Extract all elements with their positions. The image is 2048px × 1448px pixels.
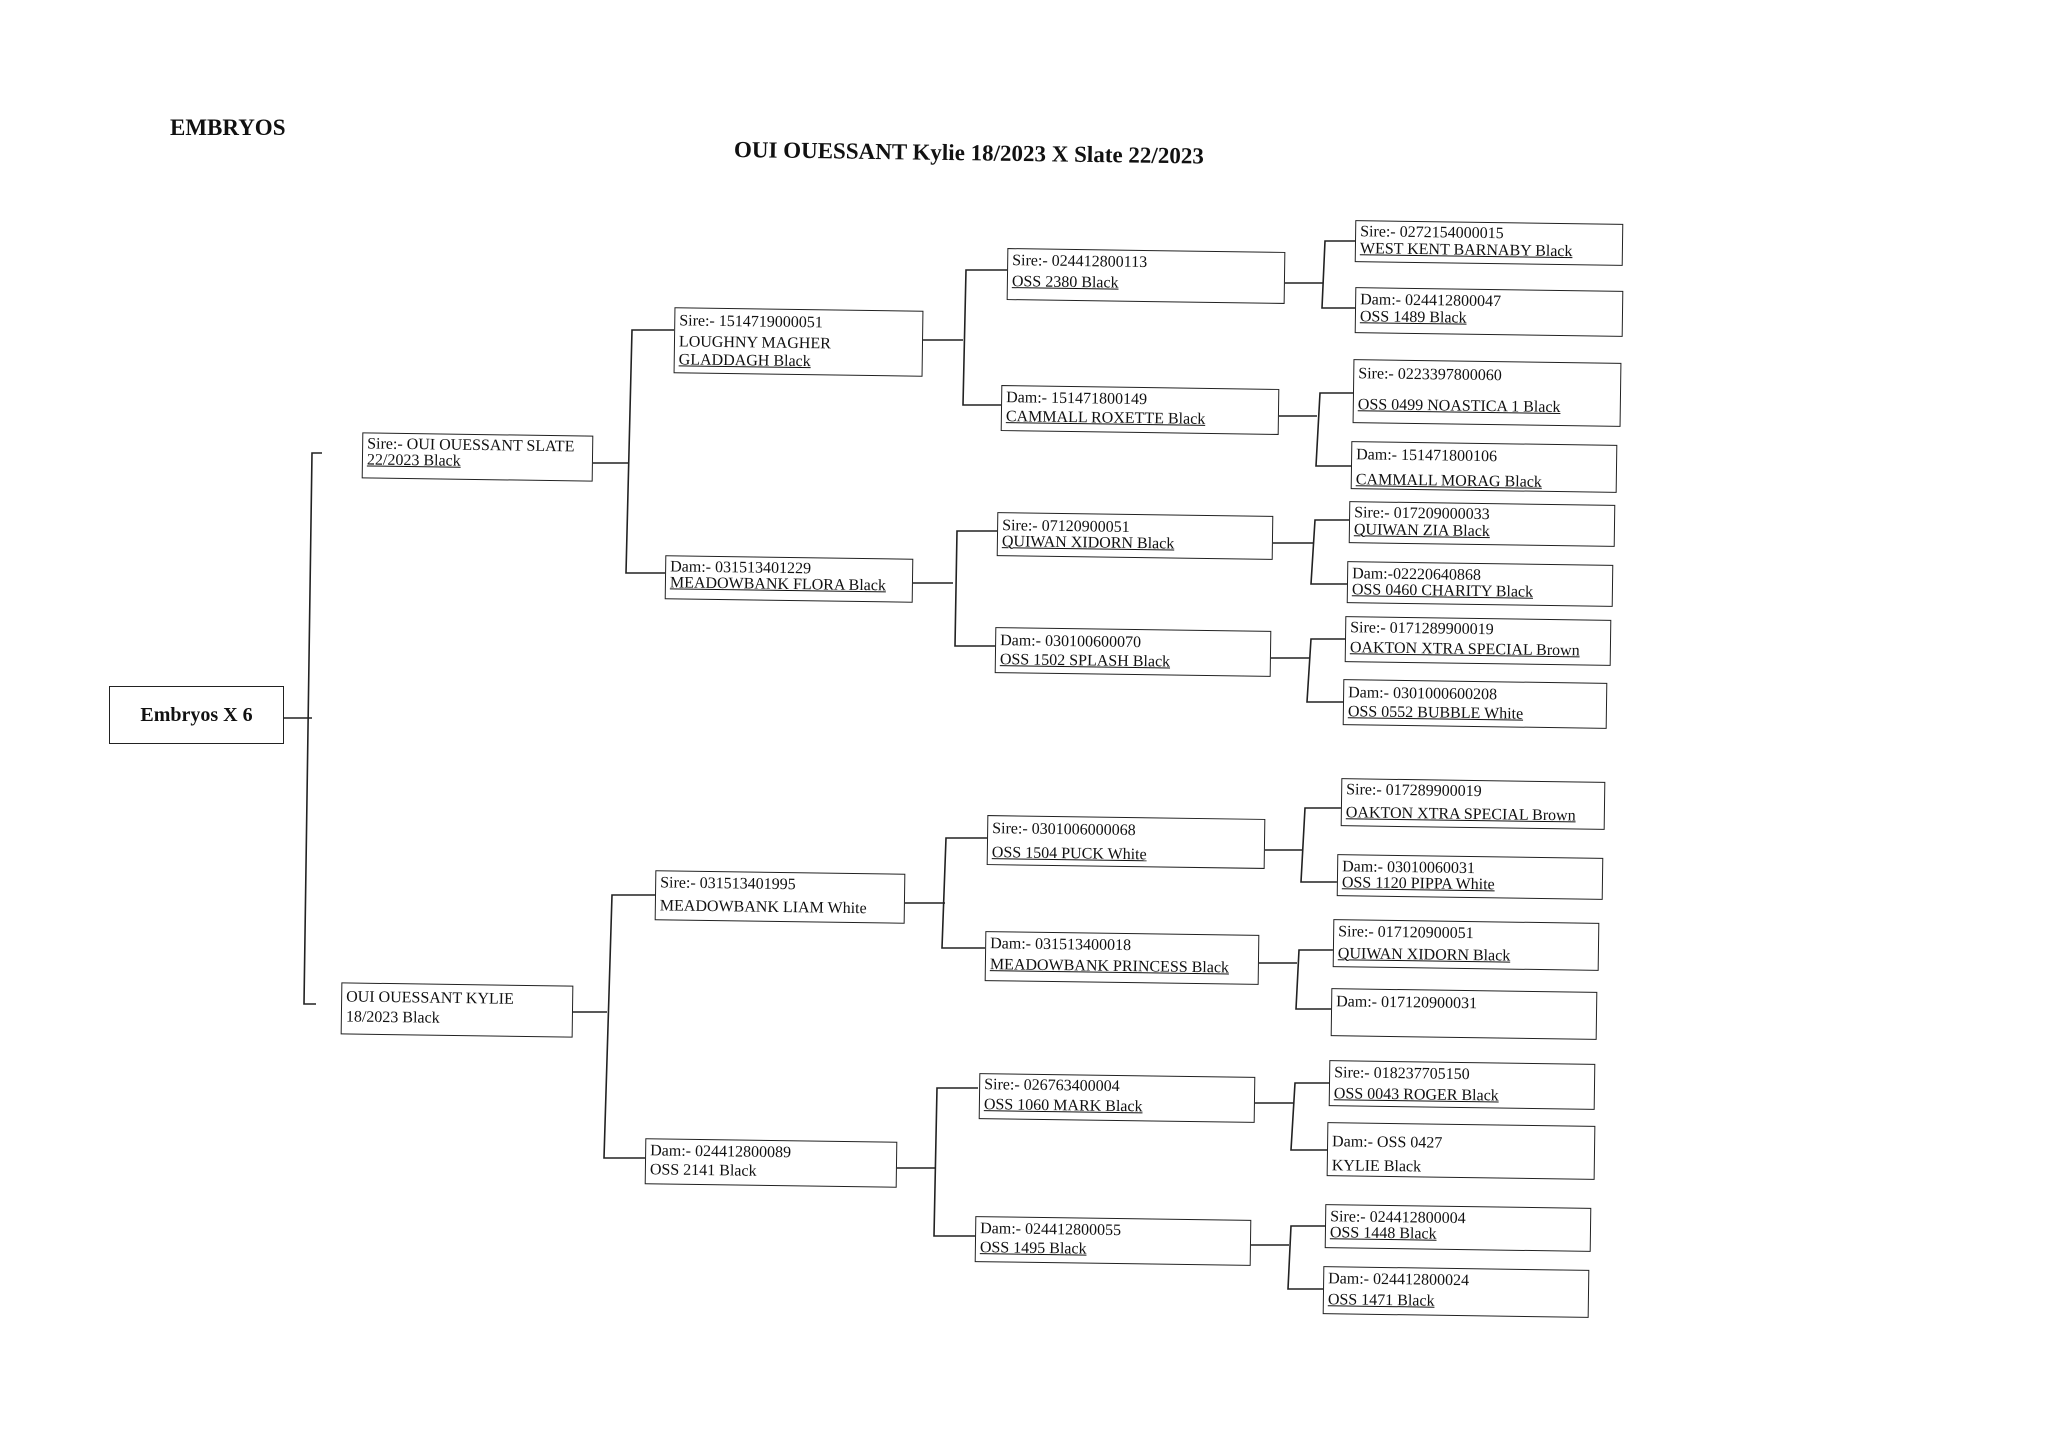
gen3-5-line2: OSS 1504 PUCK White: [991, 844, 1147, 864]
gen3-6-line1: Dam:- 031513400018: [990, 935, 1132, 955]
gen4-8-line1: Dam:- 0301000600208: [1348, 684, 1498, 704]
gen3-8-line1: Dam:- 024412800055: [980, 1220, 1122, 1240]
gen4-12-line1: Dam:- 017120900031: [1336, 993, 1478, 1013]
gen1-dam-box: OUI OUESSANT KYLIE 18/2023 Black: [340, 982, 574, 1038]
gen4-9-line2: OAKTON XTRA SPECIAL Brown: [1345, 804, 1576, 825]
gen3-7-line1: Sire:- 026763400004: [984, 1076, 1120, 1096]
gen3-box-7: Sire:- 026763400004 OSS 1060 MARK Black: [978, 1073, 1256, 1123]
connector-g2-4-fork: [933, 1087, 978, 1237]
gen4-box-4: Dam:- 151471800106 CAMMALL MORAG Black: [1350, 441, 1618, 493]
gen3-1-line1: Sire:- 024412800113: [1012, 252, 1148, 272]
gen3-7-line2: OSS 1060 MARK Black: [983, 1096, 1143, 1116]
gen2-dam-dam-line2: OSS 2141 Black: [649, 1161, 757, 1180]
gen2-sire-sire-line3: GLADDAGH Black: [678, 351, 811, 371]
gen4-box-2: Dam:- 024412800047 OSS 1489 Black: [1354, 287, 1624, 337]
connector-g3-4-fork: [1306, 638, 1345, 703]
gen4-box-11: Sire:- 017120900051 QUIWAN XIDORN Black: [1332, 919, 1600, 971]
connector-g3-2-fork: [1315, 392, 1353, 467]
gen3-box-3: Sire:- 07120900051 QUIWAN XIDORN Black: [996, 512, 1274, 560]
gen3-box-1: Sire:- 024412800113 OSS 2380 Black: [1006, 248, 1286, 304]
gen2-dam-sire-box: Sire:- 031513401995 MEADOWBANK LIAM Whit…: [654, 870, 906, 924]
gen4-box-16: Dam:- 024412800024 OSS 1471 Black: [1322, 1266, 1590, 1318]
gen3-box-4: Dam:- 030100600070 OSS 1502 SPLASH Black: [994, 627, 1272, 677]
gen3-box-6: Dam:- 031513400018 MEADOWBANK PRINCESS B…: [984, 931, 1260, 985]
gen4-box-10: Dam:- 03010060031 OSS 1120 PIPPA White: [1336, 854, 1604, 900]
gen4-7-line1: Sire:- 0171289900019: [1350, 619, 1494, 639]
gen4-7-line2: OAKTON XTRA SPECIAL Brown: [1349, 639, 1580, 660]
gen4-16-line1: Dam:- 024412800024: [1328, 1270, 1470, 1290]
connector-g2-1-fork: [962, 269, 1007, 406]
gen3-box-5: Sire:- 0301006000068 OSS 1504 PUCK White: [986, 815, 1266, 869]
gen4-2-line2: OSS 1489 Black: [1359, 308, 1467, 327]
gen2-sire-dam-line2: MEADOWBANK FLORA Black: [669, 574, 887, 595]
gen4-box-8: Dam:- 0301000600208 OSS 0552 BUBBLE Whit…: [1342, 679, 1608, 729]
gen4-box-7: Sire:- 0171289900019 OAKTON XTRA SPECIAL…: [1344, 616, 1612, 666]
gen3-1-line2: OSS 2380 Black: [1011, 273, 1119, 292]
connector-g3-7-fork: [1290, 1082, 1329, 1151]
gen4-13-line1: Sire:- 018237705150: [1334, 1064, 1470, 1084]
gen4-1-line2: WEST KENT BARNABY Black: [1359, 240, 1573, 261]
connector-g3-3-fork: [1310, 519, 1349, 585]
connector-sire-fork: [625, 329, 674, 574]
gen3-3-line2: QUIWAN XIDORN Black: [1001, 533, 1175, 553]
gen4-16-line2: OSS 1471 Black: [1327, 1291, 1435, 1310]
gen4-box-5: Sire:- 017209000033 QUIWAN ZIA Black: [1348, 501, 1616, 547]
gen2-dam-sire-line2: MEADOWBANK LIAM White: [659, 897, 867, 918]
connector-g3-1-fork: [1321, 240, 1355, 309]
gen2-dam-dam-box: Dam:- 024412800089 OSS 2141 Black: [644, 1138, 898, 1188]
connector-g3-6-fork: [1295, 949, 1333, 1010]
connector-root-fork: [303, 452, 322, 1005]
gen4-6-line2: OSS 0460 CHARITY Black: [1351, 581, 1534, 601]
gen2-sire-dam-box: Dam:- 031513401229 MEADOWBANK FLORA Blac…: [664, 555, 914, 603]
gen4-14-line2: KYLIE Black: [1331, 1157, 1422, 1176]
gen3-box-8: Dam:- 024412800055 OSS 1495 Black: [974, 1216, 1252, 1266]
gen1-sire-box: Sire:- OUI OUESSANT SLATE 22/2023 Black: [361, 432, 594, 482]
gen1-dam-line2: 18/2023 Black: [345, 1008, 440, 1027]
gen3-2-line1: Dam:- 151471800149: [1006, 389, 1148, 409]
gen4-box-15: Sire:- 024412800004 OSS 1448 Black: [1324, 1204, 1592, 1252]
gen2-sire-sire-line1: Sire:- 1514719000051: [679, 312, 823, 332]
gen4-box-6: Dam:-02220640868 OSS 0460 CHARITY Black: [1346, 561, 1614, 607]
gen4-box-12: Dam:- 017120900031: [1330, 988, 1598, 1040]
gen3-box-2: Dam:- 151471800149 CAMMALL ROXETTE Black: [1000, 385, 1280, 435]
connector-g2-3-fork: [941, 837, 987, 949]
gen2-dam-sire-line1: Sire:- 031513401995: [660, 874, 796, 894]
gen4-11-line2: QUIWAN XIDORN Black: [1337, 945, 1511, 965]
connector-g2-2-fork: [954, 530, 997, 647]
gen3-4-line1: Dam:- 030100600070: [1000, 632, 1142, 652]
gen4-14-line1: Dam:- OSS 0427: [1331, 1133, 1443, 1152]
gen4-8-line2: OSS 0552 BUBBLE White: [1347, 703, 1524, 723]
gen4-13-line2: OSS 0043 ROGER Black: [1333, 1085, 1499, 1105]
gen3-8-line2: OSS 1495 Black: [979, 1239, 1087, 1258]
connector-g3-8-fork: [1287, 1225, 1325, 1290]
gen2-dam-dam-line1: Dam:- 024412800089: [650, 1142, 792, 1162]
gen4-box-14: Dam:- OSS 0427 KYLIE Black: [1326, 1122, 1596, 1180]
gen3-2-line2: CAMMALL ROXETTE Black: [1005, 408, 1206, 428]
gen4-box-13: Sire:- 018237705150 OSS 0043 ROGER Black: [1328, 1060, 1596, 1110]
gen4-box-3: Sire:- 0223397800060 OSS 0499 NOASTICA 1…: [1352, 359, 1622, 427]
section-label: EMBRYOS: [170, 115, 286, 140]
gen4-3-line2: OSS 0499 NOASTICA 1 Black: [1357, 396, 1561, 417]
gen4-9-line1: Sire:- 017289900019: [1346, 781, 1482, 801]
gen4-5-line2: QUIWAN ZIA Black: [1353, 521, 1490, 541]
root-node: Embryos X 6: [109, 686, 284, 744]
gen4-4-line2: CAMMALL MORAG Black: [1355, 471, 1542, 491]
connector-g3-5-fork: [1300, 807, 1341, 883]
gen4-box-1: Sire:- 0272154000015 WEST KENT BARNABY B…: [1354, 220, 1624, 266]
gen2-sire-sire-box: Sire:- 1514719000051 LOUGHNY MAGHER GLAD…: [673, 307, 924, 377]
gen3-6-line2: MEADOWBANK PRINCESS Black: [989, 956, 1230, 977]
gen4-10-line2: OSS 1120 PIPPA White: [1341, 874, 1495, 894]
connector-dam-fork: [603, 894, 655, 1159]
gen3-4-line2: OSS 1502 SPLASH Black: [999, 651, 1171, 671]
gen4-11-line1: Sire:- 017120900051: [1338, 923, 1474, 943]
gen1-dam-line1: OUI OUESSANT KYLIE: [346, 988, 514, 1008]
gen4-3-line1: Sire:- 0223397800060: [1358, 365, 1502, 385]
gen4-4-line1: Dam:- 151471800106: [1356, 446, 1498, 466]
gen3-5-line1: Sire:- 0301006000068: [992, 820, 1136, 840]
gen4-box-9: Sire:- 017289900019 OAKTON XTRA SPECIAL …: [1340, 778, 1606, 830]
